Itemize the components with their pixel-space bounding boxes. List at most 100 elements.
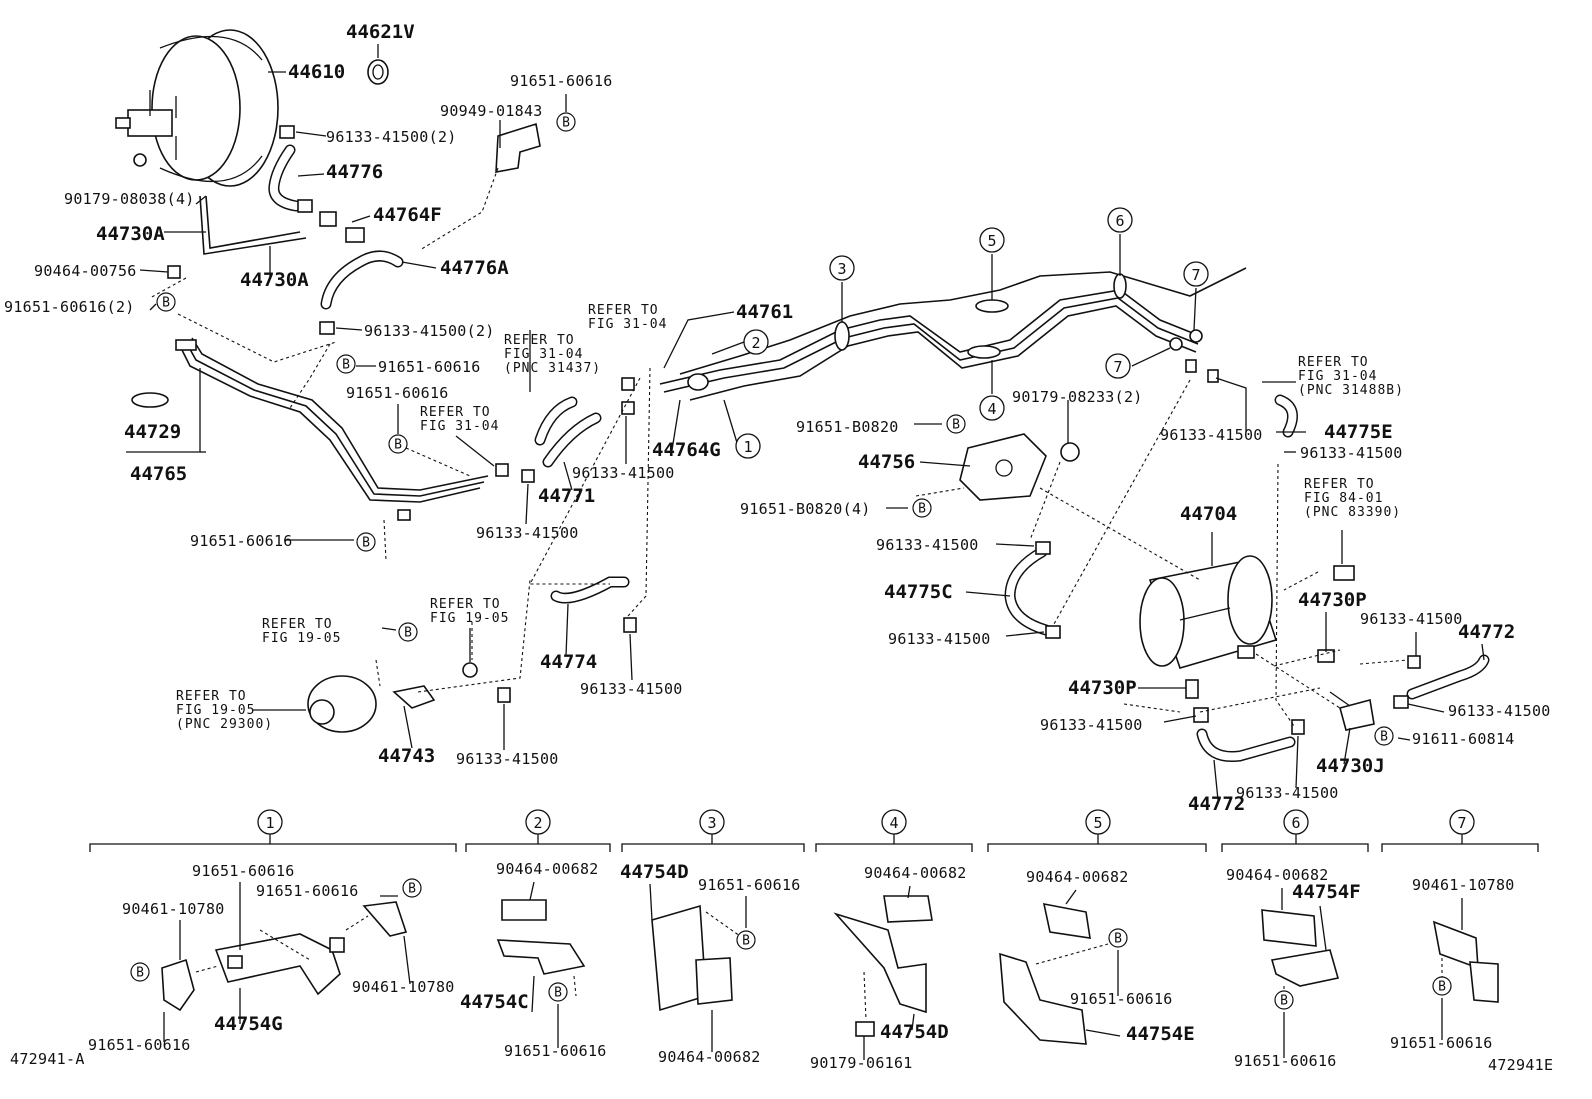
refer-note-line: REFER TO [176, 689, 247, 704]
callout-number: 3 [837, 260, 846, 278]
part-label: 96133-41500 [1300, 444, 1403, 462]
b-mark-letter: B [554, 986, 562, 1001]
callout-circle [979, 395, 1005, 421]
b-mark-letter: B [162, 296, 170, 311]
section-circle [257, 809, 283, 835]
leader-lines [126, 94, 1485, 801]
actuator-44743 [307, 662, 511, 733]
part-label: 44610 [288, 61, 345, 83]
part-label: 96133-41500(2) [326, 128, 457, 146]
part-label: 96133-41500 [1360, 610, 1463, 628]
b-mark-circle [398, 622, 418, 642]
section-circle [1085, 809, 1111, 835]
part-label: 91651-60616(2) [4, 298, 135, 316]
part-label: 90461-10780 [1412, 876, 1515, 894]
callout-circle [979, 227, 1005, 253]
callout-circle [743, 329, 769, 355]
part-label: 44704 [1180, 503, 1237, 525]
part-label: 96133-41500 [1448, 702, 1551, 720]
section-number: 4 [889, 814, 898, 832]
callout-circle [1105, 353, 1131, 379]
refer-note-line: (PNC 31437) [504, 361, 601, 376]
part-label: 90464-00756 [34, 262, 137, 280]
part-label: 96133-41500 [580, 680, 683, 698]
part-label: 44754D [620, 861, 689, 883]
part-label: 44774 [540, 651, 597, 673]
part-label: 90179-06161 [810, 1054, 913, 1072]
b-mark-letter: B [562, 116, 570, 131]
section-bracket [987, 843, 1207, 852]
part-label: 90179-08233(2) [1012, 388, 1143, 406]
b-mark-circle [388, 434, 408, 454]
section-number: 7 [1457, 814, 1466, 832]
b-mark-letter: B [394, 438, 402, 453]
hose-44775c [1004, 541, 1061, 639]
bracket-90949-01843 [495, 122, 541, 173]
refer-note-line: REFER TO [588, 303, 659, 318]
part-label: 44729 [124, 421, 181, 443]
part-label: 44771 [538, 485, 595, 507]
b-mark-circle [402, 878, 422, 898]
refer-note-line: REFER TO [420, 405, 491, 420]
detail-parts [161, 895, 1499, 1045]
refer-note-line: FIG 19-05 [176, 703, 255, 718]
b-mark-circle [556, 112, 576, 132]
part-label: 91651-60616 [1234, 1052, 1337, 1070]
refer-note-line: FIG 84-01 [1304, 491, 1383, 506]
part-label: 472941E [1488, 1056, 1553, 1074]
part-label: 91611-60814 [1412, 730, 1515, 748]
section-circle [1283, 809, 1309, 835]
part-label: 44756 [858, 451, 915, 473]
section-number: 5 [1093, 814, 1102, 832]
grommet-44621v [367, 59, 389, 85]
b-mark-letter: B [1438, 980, 1446, 995]
part-label: 91651-60616 [698, 876, 801, 894]
callout-circle [1107, 207, 1133, 233]
hose-44774 [550, 576, 637, 633]
refer-note-line: FIG 31-04 [420, 419, 499, 434]
part-label: 44754E [1126, 1023, 1195, 1045]
callout-number: 7 [1191, 266, 1200, 284]
refer-note-line: FIG 31-04 [588, 317, 667, 332]
part-label: 44764G [652, 439, 721, 461]
part-label: 91651-60616 [346, 384, 449, 402]
callout-circle [1183, 261, 1209, 287]
part-label: 91651-B0820(4) [740, 500, 871, 518]
vacuum-hoses-booster [268, 125, 404, 335]
b-mark-circle [912, 498, 932, 518]
part-label: 90464-00682 [1226, 866, 1329, 884]
part-label: 90464-00682 [658, 1048, 761, 1066]
part-label: 96133-41500(2) [364, 322, 495, 340]
hose-44772 [1193, 654, 1490, 763]
part-label: 44775C [884, 581, 953, 603]
refer-note-line: FIG 19-05 [430, 611, 509, 626]
section-bracket [89, 843, 457, 852]
detail-dashes [195, 911, 1443, 1021]
part-label: 91651-60616 [256, 882, 359, 900]
part-label: 44761 [736, 301, 793, 323]
callout-number: 1 [743, 438, 752, 456]
part-label: 90464-00682 [1026, 868, 1129, 886]
part-label: 44754C [460, 991, 529, 1013]
b-mark-circle [1108, 928, 1128, 948]
part-label: 44730A [96, 223, 165, 245]
refer-note-line: REFER TO [430, 597, 501, 612]
b-mark-circle [130, 962, 150, 982]
part-label: 44621V [346, 21, 415, 43]
b-mark-letter: B [136, 966, 144, 981]
b-mark-circle [156, 292, 176, 312]
b-mark-letter: B [952, 418, 960, 433]
b-mark-circle [736, 930, 756, 950]
fuel-tube-bundle [659, 267, 1298, 438]
dashed-leaders [149, 167, 1409, 727]
part-label: 44730P [1068, 677, 1137, 699]
part-label: 96133-41500 [1236, 784, 1339, 802]
part-label: 44754G [214, 1013, 283, 1035]
b-mark-letter: B [918, 502, 926, 517]
b-mark-letter: B [1280, 994, 1288, 1009]
refer-note-line: FIG 31-04 [504, 347, 583, 362]
